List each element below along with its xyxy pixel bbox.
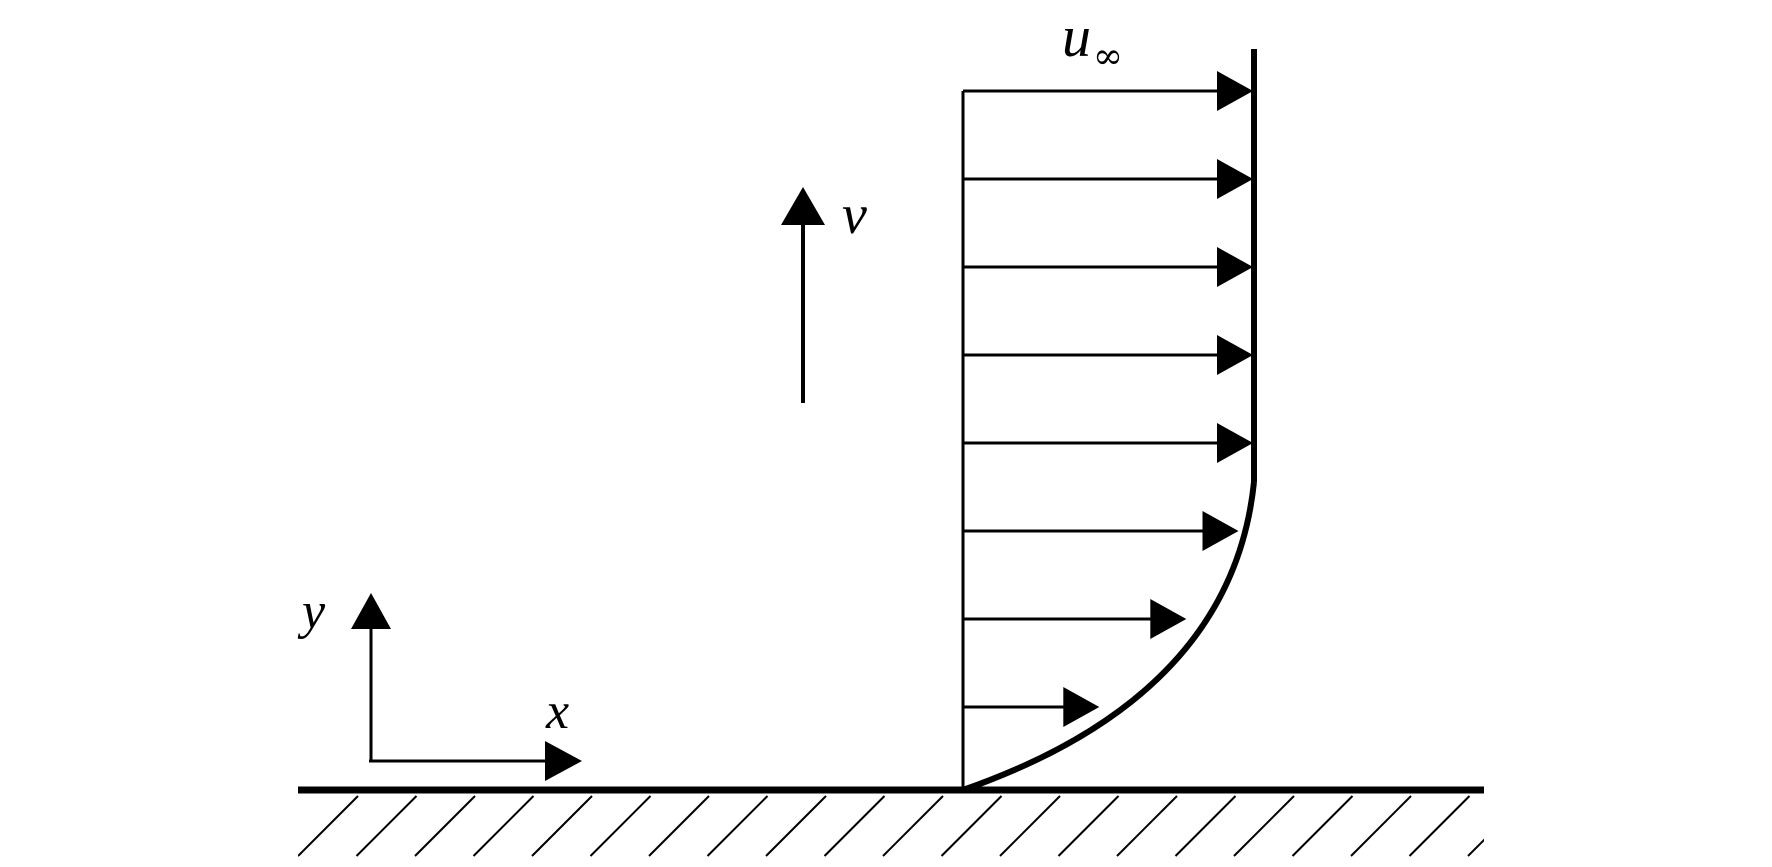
wall-hatching: [298, 795, 1484, 857]
velocity-arrowhead: [1217, 71, 1253, 111]
free-stream-subscript: ∞: [1093, 36, 1123, 77]
x-axis-arrowhead: [545, 741, 582, 781]
hatch-line: [1057, 795, 1120, 857]
hatch-line: [531, 795, 593, 857]
velocity-arrowhead: [1063, 687, 1100, 727]
suction-arrowhead: [781, 187, 825, 225]
hatch-line: [1174, 795, 1237, 857]
wall: [298, 786, 1484, 857]
y-axis-arrowhead: [351, 593, 391, 629]
velocity-arrow: [963, 71, 1253, 111]
velocity-profile: u∞: [961, 4, 1257, 793]
y-axis-label: y: [297, 583, 326, 640]
velocity-arrow: [963, 247, 1253, 287]
hatch-line: [940, 795, 1003, 857]
hatch-line: [414, 795, 476, 857]
profile-curve: [962, 481, 1257, 793]
hatch-line: [765, 795, 827, 857]
hatch-line: [999, 795, 1061, 857]
suction-velocity-label: v: [842, 184, 867, 246]
velocity-arrowhead: [1217, 335, 1253, 375]
hatch-line: [1116, 795, 1178, 857]
free-stream-velocity-label: u∞: [1062, 4, 1123, 77]
velocity-arrowhead: [1217, 247, 1253, 287]
velocity-arrow: [963, 335, 1253, 375]
velocity-arrowhead: [1217, 423, 1253, 463]
x-axis-label: x: [545, 683, 569, 740]
hatch-line: [648, 795, 710, 857]
velocity-arrow: [963, 687, 1100, 727]
hatch-line: [1233, 795, 1295, 857]
velocity-arrows: [963, 71, 1253, 727]
coordinate-axes: y x: [297, 583, 582, 781]
free-stream-velocity-symbol: u: [1062, 4, 1091, 69]
hatch-line: [1467, 838, 1484, 857]
velocity-arrowhead: [1150, 599, 1187, 639]
hatch-line: [1291, 795, 1354, 857]
velocity-arrow: [963, 159, 1253, 199]
hatch-line: [823, 795, 886, 857]
velocity-arrowhead: [1217, 159, 1253, 199]
velocity-arrow: [963, 423, 1253, 463]
hatch-line: [589, 795, 652, 857]
velocity-arrow: [963, 511, 1239, 551]
hatch-line: [355, 795, 418, 857]
velocity-arrow: [963, 599, 1187, 639]
hatch-line: [1350, 795, 1412, 857]
hatch-line: [882, 795, 944, 857]
suction-velocity-indicator: v: [781, 184, 867, 403]
hatch-line: [298, 795, 359, 857]
hatch-line: [472, 795, 535, 857]
hatch-line: [706, 795, 769, 857]
hatch-line: [1408, 795, 1471, 857]
velocity-arrowhead: [1202, 511, 1239, 551]
